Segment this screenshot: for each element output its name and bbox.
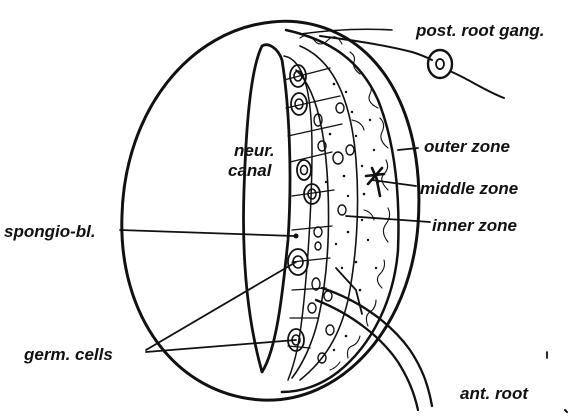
mantle-nuclei [308, 103, 354, 363]
label-neur-canal-1: neur. [234, 141, 275, 160]
label-spongio-bl: spongio-bl. [4, 222, 96, 241]
label-middle-zone: middle zone [420, 179, 518, 198]
neural-canal-outline [244, 45, 290, 372]
spongioblast-dot [294, 234, 299, 239]
germ-cell [297, 160, 311, 180]
outer-section-outline [122, 21, 419, 400]
outer-zone-fibers [300, 35, 390, 370]
stray-mark [565, 410, 567, 412]
germinal-cells [288, 65, 320, 351]
label-inner-zone: inner zone [432, 216, 517, 235]
label-neur-canal-2: canal [228, 161, 273, 180]
label-post-root-gang: post. root gang. [415, 21, 544, 40]
label-ant-root: ant. root [460, 384, 529, 403]
label-outer-zone: outer zone [424, 137, 510, 156]
leader-spongio-bl [120, 230, 294, 236]
posterior-root-ganglion [428, 50, 452, 78]
label-germ-cells: germ. cells [23, 345, 113, 364]
